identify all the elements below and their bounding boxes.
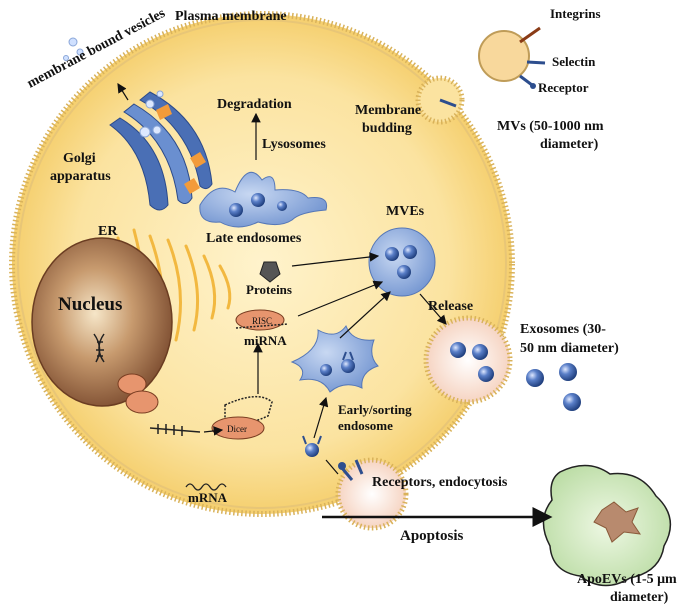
label-receptor: Receptor — [538, 80, 589, 95]
pre-mirna-hairpin-icon — [149, 424, 201, 436]
exosome-vesicle — [563, 393, 581, 411]
apoptotic-body — [542, 464, 672, 587]
exosome-vesicle — [450, 342, 466, 358]
label-release: Release — [428, 299, 473, 314]
transcription-ladder-icon — [93, 333, 105, 363]
label-apoevs-2: diameter) — [610, 590, 669, 605]
label-selectin: Selectin — [552, 54, 596, 69]
label-mvs-2: diameter) — [540, 137, 599, 152]
arrow-proteins-to-mve — [291, 252, 380, 267]
golgi-apparatus — [109, 90, 213, 211]
label-degradation: Degradation — [217, 97, 292, 112]
label-apoptosis: Apoptosis — [400, 528, 464, 544]
microvesicle-icon — [478, 26, 546, 89]
label-membrane-budding-2: budding — [362, 121, 412, 136]
label-early-sorting-2: endosome — [338, 418, 393, 433]
arrows — [117, 82, 553, 527]
label-exosomes-2: 50 nm diameter) — [520, 341, 619, 356]
label-proteins: Proteins — [246, 282, 292, 297]
label-golgi-2: apparatus — [50, 169, 111, 184]
label-early-sorting-1: Early/sorting — [338, 402, 412, 417]
mve — [368, 227, 436, 297]
membrane-bound-vesicles — [63, 37, 84, 61]
label-membrane-budding-1: Membrane — [355, 103, 421, 118]
ribosome-icon — [117, 373, 159, 414]
endocytic-vesicle — [302, 435, 322, 457]
arrow-mirna-to-mve — [297, 280, 384, 317]
exosome-vesicle — [472, 344, 488, 360]
exosome-vesicle — [478, 366, 494, 382]
label-receptors-endocytosis: Receptors, endocytosis — [372, 475, 508, 490]
exosome-release-bud — [423, 315, 513, 405]
label-plasma-membrane: Plasma membrane — [175, 9, 287, 24]
exosome-vesicle — [526, 369, 544, 387]
label-er: ER — [98, 224, 118, 239]
late-endosome — [199, 171, 328, 228]
membrane-inner-leaflet — [17, 19, 507, 509]
label-mvs-1: MVs (50-1000 nm — [497, 119, 604, 134]
protein-icon — [259, 261, 281, 283]
label-mves: MVEs — [386, 204, 425, 219]
label-apoevs-1: ApoEVs (1-5 μm — [577, 572, 677, 587]
receptor-icon — [519, 74, 533, 87]
label-dicer: Dicer — [227, 424, 247, 434]
early-sorting-endosome — [290, 324, 379, 393]
label-golgi-1: Golgi — [63, 151, 96, 166]
arrow-vesicle-to-endosome — [313, 396, 329, 439]
fragmented-nucleus-icon — [593, 501, 642, 543]
integrin-icon — [519, 26, 541, 44]
label-risc: RISC — [252, 316, 272, 326]
dicer-enzyme — [211, 396, 273, 440]
released-exosomes — [526, 363, 581, 411]
label-mrna: mRNA — [188, 490, 228, 505]
endocytosis-bud — [335, 457, 409, 531]
exosome-vesicle — [559, 363, 577, 381]
label-mirna: miRNA — [244, 333, 287, 348]
label-nucleus: Nucleus — [58, 294, 122, 315]
risc-complex — [235, 309, 289, 331]
nucleus — [31, 237, 173, 407]
arrow-hairpin-to-dicer — [203, 426, 224, 436]
label-integrins: Integrins — [550, 6, 601, 21]
mrna-strand-icon — [185, 483, 227, 491]
budding-receptor-icon — [439, 98, 457, 108]
label-late-endosomes: Late endosomes — [206, 231, 302, 246]
arrow-endosome-to-mve — [339, 291, 391, 339]
arrow-endocytosis — [325, 459, 339, 475]
selectin-icon — [526, 60, 546, 65]
arrow-release — [419, 293, 447, 325]
membrane-budding-bulge — [415, 75, 465, 125]
label-lysosomes: Lysosomes — [262, 137, 326, 152]
arrow-golgi-to-vesicles — [117, 82, 129, 101]
label-exosomes-1: Exosomes (30- — [520, 322, 606, 337]
